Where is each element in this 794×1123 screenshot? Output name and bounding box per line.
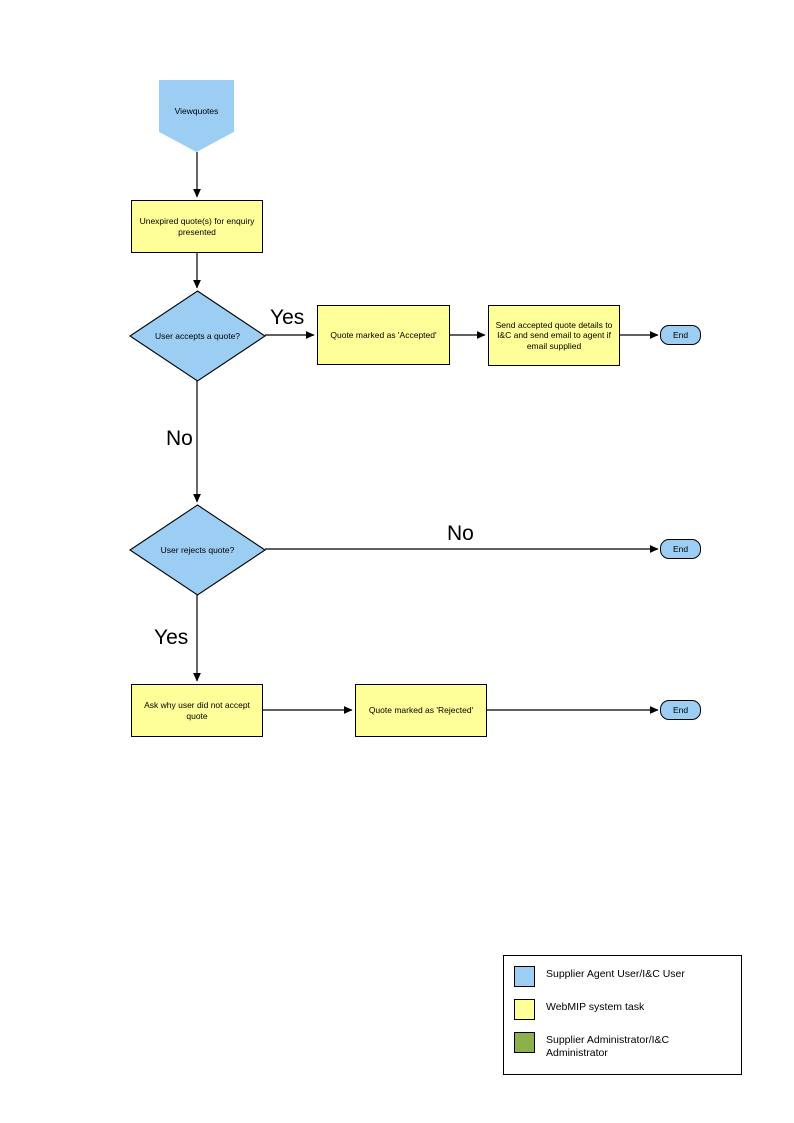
legend-item-supplier-agent-user: Supplier Agent User/I&C User: [514, 966, 685, 987]
legend-item-supplier-administrator: Supplier Administrator/I&C Administrator: [514, 1032, 724, 1060]
node-label: Ask why user did not accept quote: [144, 700, 250, 721]
edge-label-rejects-yes: Yes: [154, 626, 189, 649]
edge-label-rejects-no: No: [447, 522, 474, 545]
legend-label: Supplier Agent User/I&C User: [546, 968, 685, 980]
node-label: Unexpired quote(s) for enquiry presented: [139, 216, 255, 237]
edge-label-accepts-no: No: [166, 427, 193, 450]
legend-label: Supplier Administrator/I&C Administrator: [546, 1034, 670, 1059]
node-label: User rejects quote?: [160, 544, 235, 555]
node-end-1[interactable]: End: [660, 325, 701, 345]
legend-swatch-yellow: [514, 999, 535, 1020]
node-decision-user-rejects[interactable]: User rejects quote?: [130, 505, 265, 595]
node-label: End: [672, 329, 689, 340]
node-quote-marked-rejected[interactable]: Quote marked as 'Rejected': [355, 684, 487, 737]
node-label: Quote marked as 'Accepted': [330, 329, 437, 340]
node-label: User accepts a quote?: [154, 330, 241, 341]
node-label: End: [672, 543, 689, 554]
legend-item-webmip-system-task: WebMIP system task: [514, 999, 644, 1020]
legend-label: WebMIP system task: [546, 1001, 645, 1013]
node-label: Quote marked as 'Rejected': [368, 705, 474, 716]
node-quote-marked-accepted[interactable]: Quote marked as 'Accepted': [317, 305, 450, 365]
node-label: Viewquotes: [174, 105, 219, 116]
node-end-3[interactable]: End: [660, 700, 701, 720]
node-end-2[interactable]: End: [660, 539, 701, 559]
node-ask-why-not-accepted[interactable]: Ask why user did not accept quote: [131, 684, 263, 737]
node-send-accepted-quote-details[interactable]: Send accepted quote details to I&C and s…: [488, 305, 620, 366]
legend-swatch-blue: [514, 966, 535, 987]
legend-box: Supplier Agent User/I&C User WebMIP syst…: [503, 955, 742, 1075]
node-decision-user-accepts[interactable]: User accepts a quote?: [130, 291, 265, 381]
edge-label-accepts-yes: Yes: [270, 306, 305, 329]
node-label: Send accepted quote details to I&C and s…: [495, 320, 613, 351]
node-unexpired-quotes[interactable]: Unexpired quote(s) for enquiry presented: [131, 200, 263, 253]
legend-swatch-green: [514, 1032, 535, 1053]
node-start-viewquotes[interactable]: Viewquotes: [159, 80, 234, 152]
node-label: End: [672, 704, 689, 715]
